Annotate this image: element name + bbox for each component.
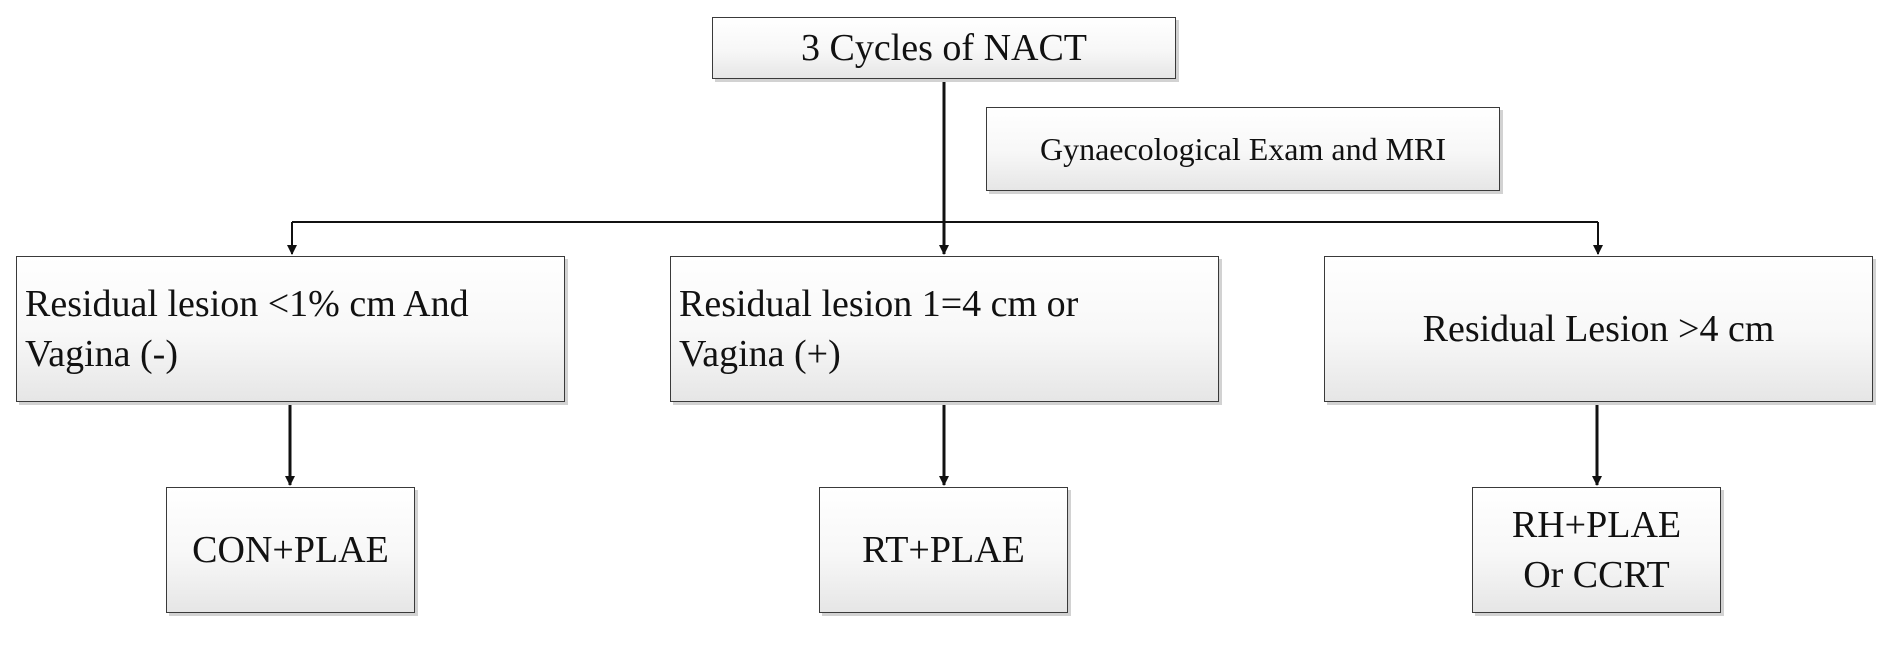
condition-node-2-text: Residual lesion 1=4 cm or Vagina (+) bbox=[679, 279, 1078, 379]
condition-node-1-line-1: Residual lesion <1% cm And bbox=[25, 282, 469, 325]
condition-node-3: Residual Lesion >4 cm bbox=[1324, 256, 1873, 402]
treatment-node-2-line-1: RT+PLAE bbox=[862, 528, 1025, 571]
condition-node-2-line-1: Residual lesion 1=4 cm or bbox=[679, 282, 1079, 325]
treatment-node-1-text: CON+PLAE bbox=[192, 525, 389, 575]
treatment-node-1-line-1: CON+PLAE bbox=[192, 528, 389, 571]
treatment-node-3-line-2: Or CCRT bbox=[1523, 554, 1670, 596]
treatment-node-3-line-1: RH+PLAE bbox=[1511, 503, 1682, 546]
treatment-node-2: RT+PLAE bbox=[819, 487, 1068, 613]
condition-node-1: Residual lesion <1% cm And Vagina (-) bbox=[16, 256, 565, 402]
condition-node-2-line-2: Vagina (+) bbox=[679, 333, 841, 375]
start-node-label: 3 Cycles of NACT bbox=[800, 26, 1088, 69]
start-node: 3 Cycles of NACT bbox=[712, 17, 1176, 79]
treatment-node-2-text: RT+PLAE bbox=[862, 525, 1025, 575]
treatment-node-1: CON+PLAE bbox=[166, 487, 415, 613]
condition-node-2: Residual lesion 1=4 cm or Vagina (+) bbox=[670, 256, 1219, 402]
treatment-node-3: RH+PLAE Or CCRT bbox=[1472, 487, 1721, 613]
assessment-node-label: Gynaecological Exam and MRI bbox=[1039, 130, 1447, 167]
condition-node-1-line-2: Vagina (-) bbox=[25, 333, 178, 375]
treatment-node-3-text: RH+PLAE Or CCRT bbox=[1512, 500, 1681, 600]
condition-node-3-text: Residual Lesion >4 cm bbox=[1423, 304, 1775, 354]
assessment-node: Gynaecological Exam and MRI bbox=[986, 107, 1500, 191]
condition-node-1-text: Residual lesion <1% cm And Vagina (-) bbox=[25, 279, 469, 379]
condition-node-3-line-1: Residual Lesion >4 cm bbox=[1422, 307, 1775, 350]
